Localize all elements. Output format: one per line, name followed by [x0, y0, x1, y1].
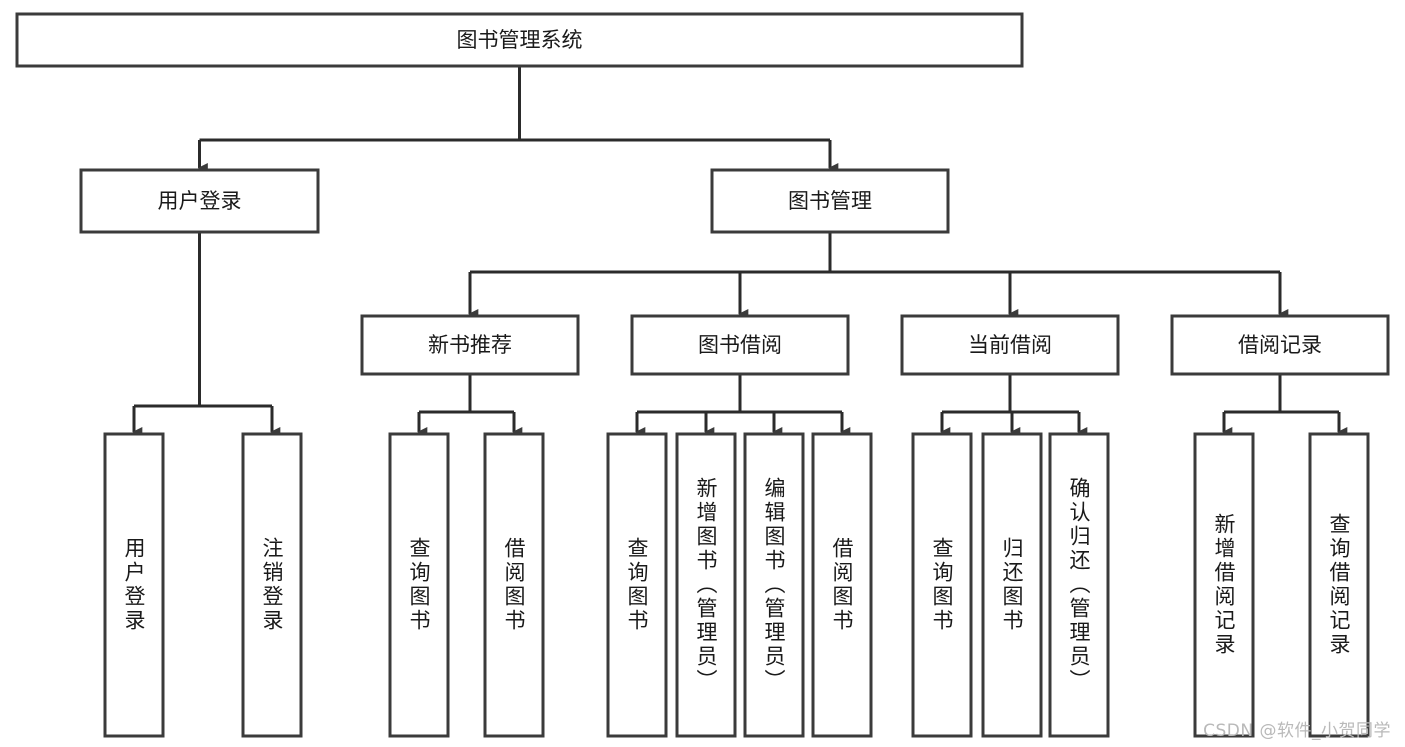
node-l2-图书管理[interactable]	[710, 168, 950, 234]
node-l3-图书借阅-label: 图书借阅	[698, 333, 782, 357]
box-layer	[15, 12, 1390, 738]
node-root-图书管理系统-label: 图书管理系统	[457, 28, 583, 52]
node-l3-图书借阅[interactable]	[630, 314, 850, 376]
node-leaf-查询图书[interactable]	[606, 432, 668, 738]
node-leaf-用户登录[interactable]	[103, 432, 165, 738]
node-l3-借阅记录-label: 借阅记录	[1238, 333, 1322, 357]
node-leaf-借阅图书[interactable]	[483, 432, 545, 738]
node-leaf-查询借阅记录[interactable]	[1308, 432, 1370, 738]
node-root-图书管理系统[interactable]	[15, 12, 1024, 68]
node-leaf-编辑图书管理员[interactable]	[743, 432, 805, 738]
watermark: CSDN @软件_小贺同学	[1203, 721, 1391, 741]
node-l2-图书管理-label: 图书管理	[788, 189, 872, 213]
node-leaf-查询图书[interactable]	[388, 432, 450, 738]
node-l3-当前借阅[interactable]	[900, 314, 1120, 376]
node-leaf-查询图书[interactable]	[911, 432, 973, 738]
node-l2-用户登录[interactable]	[79, 168, 320, 234]
node-leaf-新增图书管理员[interactable]	[675, 432, 737, 738]
node-leaf-新增借阅记录[interactable]	[1193, 432, 1255, 738]
node-leaf-归还图书[interactable]	[981, 432, 1043, 738]
node-l3-当前借阅-label: 当前借阅	[968, 333, 1052, 357]
node-leaf-注销登录[interactable]	[241, 432, 303, 738]
node-leaf-借阅图书[interactable]	[811, 432, 873, 738]
connector-layer	[132, 66, 1348, 437]
node-l3-新书推荐-label: 新书推荐	[428, 333, 512, 357]
node-leaf-确认归还管理员[interactable]	[1048, 432, 1110, 738]
node-l2-用户登录-label: 用户登录	[158, 189, 242, 213]
node-l3-新书推荐[interactable]	[360, 314, 580, 376]
node-l3-借阅记录[interactable]	[1170, 314, 1390, 376]
